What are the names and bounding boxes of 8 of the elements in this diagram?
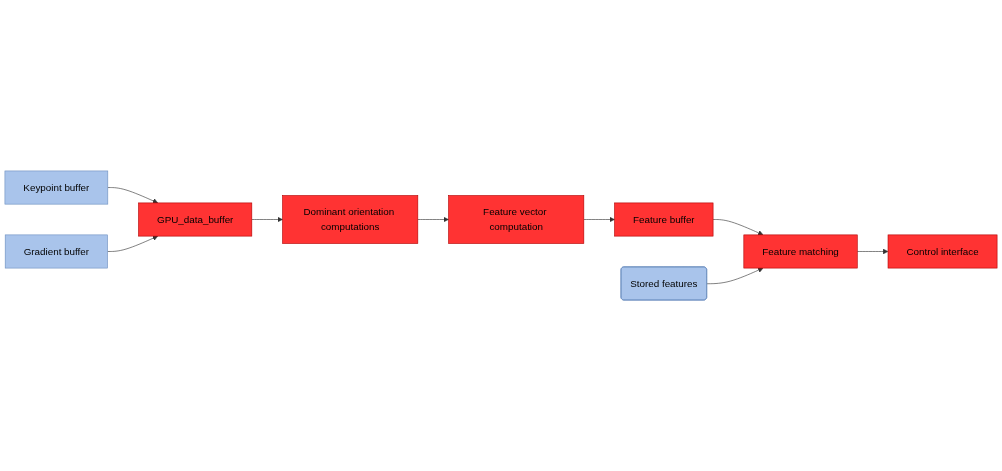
node-box: Control interface [887, 234, 998, 269]
node-box: GPU_data_buffer [138, 202, 253, 237]
node-box: Feature matching [743, 234, 858, 269]
node-box: Dominant orientation computations [282, 195, 419, 244]
node-box: Gradient buffer [4, 234, 108, 269]
node-box: Feature buffer [614, 202, 714, 237]
node-box: Keypoint buffer [4, 170, 109, 205]
node-box: Feature vector computation [448, 195, 585, 244]
